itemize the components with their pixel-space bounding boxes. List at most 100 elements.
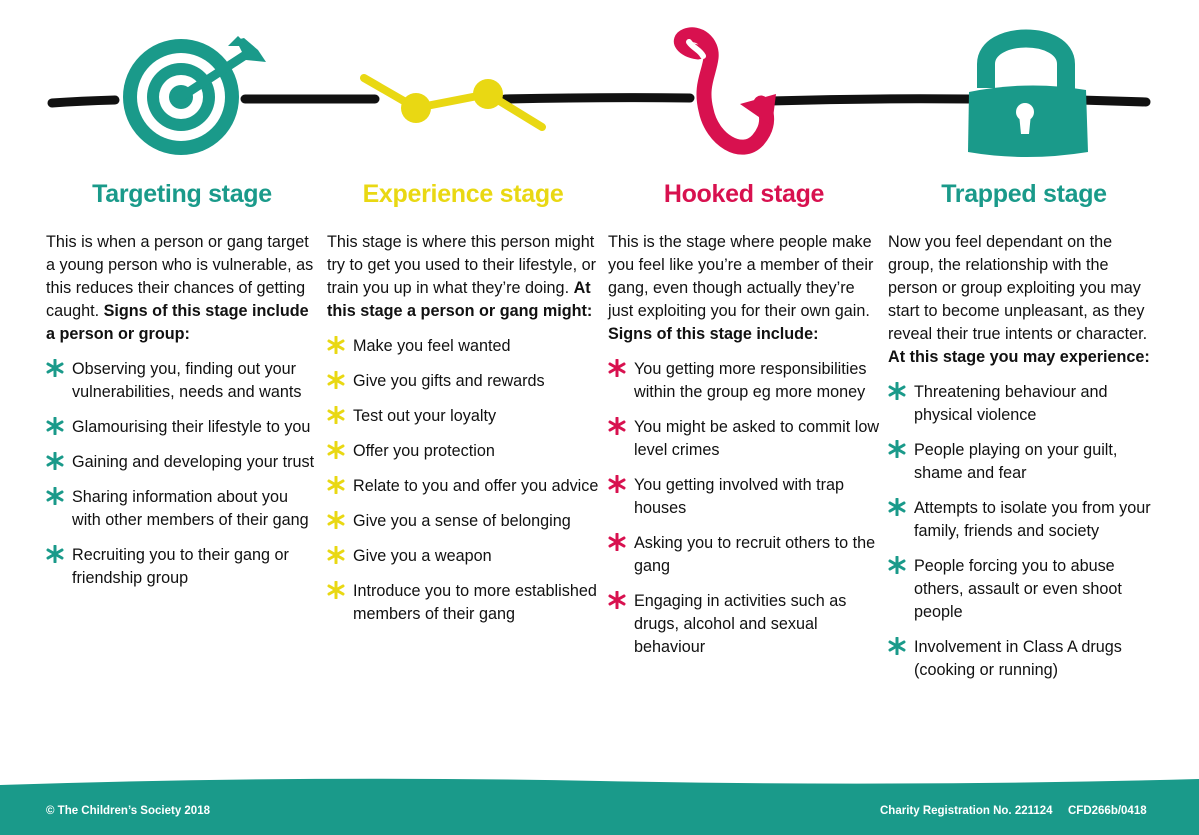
list-item: Give you a weapon — [327, 545, 599, 568]
asterisk-bullet-icon — [327, 336, 345, 354]
column-title: Trapped stage — [941, 180, 1107, 208]
asterisk-bullet-icon — [608, 475, 626, 493]
asterisk-bullet-icon — [888, 440, 906, 458]
asterisk-bullet-icon — [608, 591, 626, 609]
column-title: Experience stage — [362, 180, 564, 208]
list-item: Make you feel wanted — [327, 335, 599, 358]
asterisk-bullet-icon — [608, 533, 626, 551]
intro-bold-text: Signs of this stage include a person or … — [46, 302, 309, 343]
asterisk-bullet-icon — [608, 417, 626, 435]
list-item: Gaining and developing your trust — [46, 451, 318, 474]
column-intro: This is the stage where people make you … — [608, 231, 880, 346]
column-title: Hooked stage — [663, 180, 825, 208]
list-item: People playing on your guilt, shame and … — [888, 439, 1160, 485]
list-item-text: Give you a weapon — [353, 547, 492, 565]
asterisk-bullet-icon — [327, 546, 345, 564]
list-item: You might be asked to commit low level c… — [608, 416, 880, 462]
asterisk-bullet-icon — [46, 359, 64, 377]
hook-icon — [673, 27, 776, 155]
charity-registration-text: Charity Registration No. 221124 — [880, 805, 1053, 817]
bullet-list: Make you feel wanted Give you gifts and … — [327, 335, 599, 626]
list-item-text: Engaging in activities such as drugs, al… — [634, 592, 847, 656]
bullet-list: You getting more responsibilities within… — [608, 358, 880, 659]
list-item-text: Give you a sense of belonging — [353, 512, 571, 530]
list-item: Give you a sense of belonging — [327, 510, 599, 533]
list-item-text: Threatening behaviour and physical viole… — [914, 383, 1108, 424]
list-item: Test out your loyalty — [327, 405, 599, 428]
intro-text: This stage is where this person might tr… — [327, 233, 597, 297]
list-item-text: Attempts to isolate you from your family… — [914, 499, 1151, 540]
list-item: Involvement in Class A drugs (cooking or… — [888, 636, 1160, 682]
column-targeting: Targeting stage This is when a person or… — [46, 180, 318, 602]
list-item-text: Observing you, finding out your vulnerab… — [72, 360, 302, 401]
list-item: Asking you to recruit others to the gang — [608, 532, 880, 578]
list-item-text: Glamourising their lifestyle to you — [72, 418, 311, 436]
intro-bold-text: At this stage a person or gang might: — [327, 279, 593, 320]
asterisk-bullet-icon — [888, 498, 906, 516]
list-item-text: People forcing you to abuse others, assa… — [914, 557, 1122, 621]
list-item: Sharing information about you with other… — [46, 486, 318, 532]
list-item-text: Relate to you and offer you advice — [353, 477, 599, 495]
list-item-text: Make you feel wanted — [353, 337, 511, 355]
zigzag-line-icon — [360, 74, 546, 131]
intro-text: Now you feel dependant on the group, the… — [888, 233, 1148, 343]
list-item: Glamourising their lifestyle to you — [46, 416, 318, 439]
list-item-text: Give you gifts and rewards — [353, 372, 545, 390]
asterisk-bullet-icon — [327, 406, 345, 424]
asterisk-bullet-icon — [888, 382, 906, 400]
list-item: People forcing you to abuse others, assa… — [888, 555, 1160, 624]
asterisk-bullet-icon — [327, 476, 345, 494]
list-item-text: People playing on your guilt, shame and … — [914, 441, 1118, 482]
asterisk-bullet-icon — [46, 452, 64, 470]
intro-bold-text: Signs of this stage include: — [608, 325, 819, 343]
list-item: You getting more responsibilities within… — [608, 358, 880, 404]
list-item: Observing you, finding out your vulnerab… — [46, 358, 318, 404]
asterisk-bullet-icon — [327, 511, 345, 529]
list-item-text: Gaining and developing your trust — [72, 453, 315, 471]
list-item-text: Test out your loyalty — [353, 407, 497, 425]
list-item-text: You getting involved with trap houses — [634, 476, 844, 517]
stages-illustration — [47, 27, 1151, 157]
list-item-text: Involvement in Class A drugs (cooking or… — [914, 638, 1122, 679]
list-item-text: You might be asked to commit low level c… — [634, 418, 880, 459]
timeline-line — [47, 93, 1151, 108]
asterisk-bullet-icon — [608, 359, 626, 377]
list-item: You getting involved with trap houses — [608, 474, 880, 520]
intro-text: This is when a person or gang target a y… — [46, 233, 314, 320]
list-item-text: Asking you to recruit others to the gang — [634, 534, 876, 575]
list-item: Engaging in activities such as drugs, al… — [608, 590, 880, 659]
column-intro: This is when a person or gang target a y… — [46, 231, 318, 346]
column-intro: Now you feel dependant on the group, the… — [888, 231, 1160, 369]
intro-text: This is the stage where people make you … — [608, 233, 874, 320]
column-experience: Experience stage This stage is where thi… — [327, 180, 599, 638]
copyright-text: © The Children’s Society 2018 — [46, 805, 210, 817]
intro-bold-text: At this stage you may experience: — [888, 348, 1150, 366]
bullet-list: Observing you, finding out your vulnerab… — [46, 358, 318, 590]
asterisk-bullet-icon — [327, 371, 345, 389]
asterisk-bullet-icon — [46, 487, 64, 505]
asterisk-bullet-icon — [46, 417, 64, 435]
column-trapped: Trapped stage Now you feel dependant on … — [888, 180, 1160, 694]
document-code-text: CFD266b/0418 — [1068, 805, 1147, 817]
column-hooked: Hooked stage This is the stage where peo… — [608, 180, 880, 671]
asterisk-bullet-icon — [888, 637, 906, 655]
footer-wave — [0, 778, 1199, 835]
list-item-text: Recruiting you to their gang or friendsh… — [72, 546, 289, 587]
list-item: Attempts to isolate you from your family… — [888, 497, 1160, 543]
asterisk-bullet-icon — [888, 556, 906, 574]
asterisk-bullet-icon — [327, 441, 345, 459]
list-item: Relate to you and offer you advice — [327, 475, 599, 498]
bullet-list: Threatening behaviour and physical viole… — [888, 381, 1160, 682]
target-icon — [123, 36, 266, 155]
footer-band: © The Children’s Society 2018 Charity Re… — [0, 775, 1199, 835]
list-item-text: Offer you protection — [353, 442, 495, 460]
list-item-text: You getting more responsibilities within… — [634, 360, 867, 401]
column-intro: This stage is where this person might tr… — [327, 231, 599, 323]
list-item-text: Introduce you to more established member… — [353, 582, 597, 623]
list-item: Give you gifts and rewards — [327, 370, 599, 393]
list-item: Threatening behaviour and physical viole… — [888, 381, 1160, 427]
list-item: Offer you protection — [327, 440, 599, 463]
list-item: Introduce you to more established member… — [327, 580, 599, 626]
column-title: Targeting stage — [92, 180, 272, 208]
padlock-icon — [968, 29, 1088, 157]
